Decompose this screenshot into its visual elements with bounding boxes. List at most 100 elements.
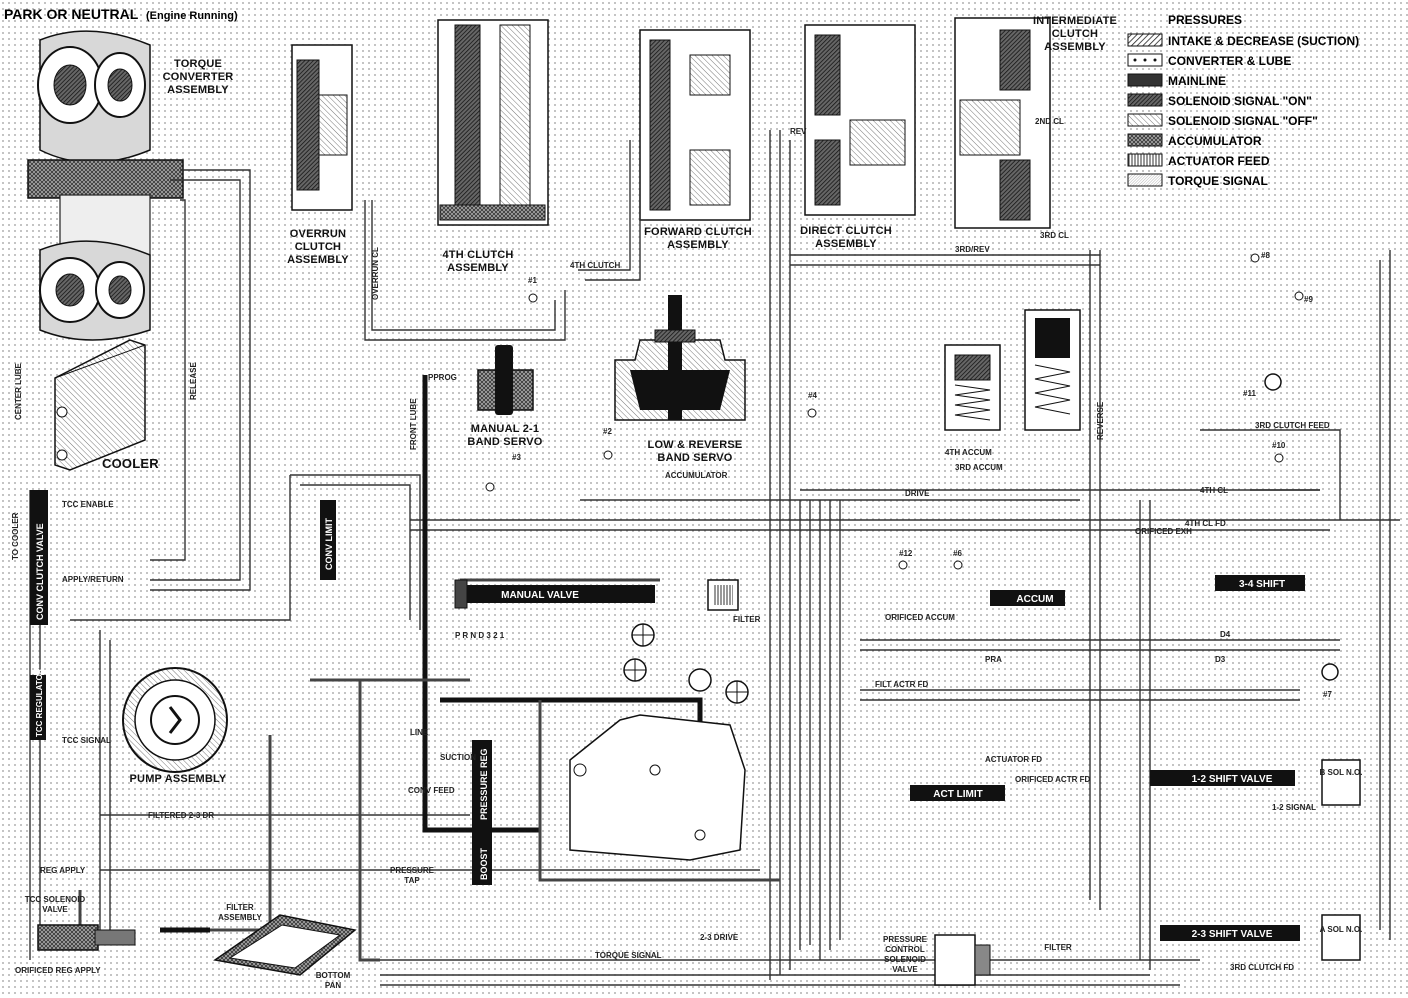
gauge-icons [623,623,749,704]
label-tcc-enable: TCC ENABLE [62,500,114,509]
legend-swatch-torque [1127,173,1163,187]
fourth-clutch-label-1: 4TH CLUTCH [442,249,513,261]
shift-12-valve[interactable]: 1-2 SHIFT VALVE [1150,770,1295,786]
solenoid-a-label: A SOL N.O. [1320,925,1363,934]
passages [29,130,1400,986]
filter-assembly-label-2: ASSEMBLY [218,913,262,922]
pump-icon [122,667,228,773]
tfp-switch-icon [569,714,746,861]
shift-12-label: 1-2 SHIFT VALVE [1192,774,1273,785]
label-reg-apply: REG APPLY [40,866,86,875]
pressure-tap-label-2: TAP [404,876,420,885]
fourth-clutch-icon [437,19,549,226]
conv-limit-label: CONV LIMIT [324,518,334,570]
checkball-2: #2 [603,427,612,436]
label-torque-signal: TORQUE SIGNAL [595,951,662,960]
accum-valve[interactable]: ACCUM [990,590,1065,606]
pcs-label-2: CONTROL [885,945,925,954]
manual-band-servo-label-1: MANUAL 2-1 [471,423,539,435]
label-pra: PRA [985,655,1002,664]
label-actuator-fd: ACTUATOR FD [985,755,1042,764]
label-conv-feed: CONV FEED [408,786,455,795]
diagram-subtitle: (Engine Running) [146,10,238,22]
checkball-11: #11 [1243,389,1256,398]
label-orificed-actr-fd: ORIFICED ACTR FD [1015,775,1090,784]
label-reverse: REVERSE [1096,401,1105,440]
shift-23-label: 2-3 SHIFT VALVE [1192,929,1273,940]
overrun-clutch-label-3: ASSEMBLY [287,254,349,266]
shift-34-valve[interactable]: 3-4 SHIFT [1215,575,1305,591]
torque-converter-label-1: TORQUE [174,58,222,70]
label-release: RELEASE [189,362,198,400]
label-signal-12: 1-2 SIGNAL [1272,803,1316,812]
conv-limit-valve[interactable]: CONV LIMIT [320,500,336,580]
label-drive: DRIVE [905,489,930,498]
legend-swatch-accumulator [1127,133,1163,147]
pressure-tap-label-1: PRESSURE [390,866,435,875]
checkball-1: #1 [528,276,537,285]
bottom-pan-label-2: PAN [325,981,342,990]
legend-label-suction: INTAKE & DECREASE (SUCTION) [1168,34,1359,48]
label-third-rev: 3RD/REV [955,245,990,254]
checkball-8: #8 [1261,251,1270,260]
label-drive-23: 2-3 DRIVE [700,933,739,942]
forward-clutch-icon [639,29,751,221]
checkball-7: #7 [1323,690,1332,699]
forward-clutch-label-2: ASSEMBLY [667,239,729,251]
pressure-reg-label: PRESSURE REG [479,748,489,820]
tcc-solenoid-label-1: TCC SOLENOID [25,895,86,904]
act-limit-valve[interactable]: ACT LIMIT [910,785,1005,801]
label-overrun-cl: OVERRUN CL [371,247,380,300]
pump-label: PUMP ASSEMBLY [130,773,227,785]
tcc-regulator-valve[interactable]: TCC REGULATOR [30,668,46,740]
overrun-clutch-label-2: CLUTCH [295,241,341,253]
intermediate-clutch-label-3: ASSEMBLY [1044,41,1106,53]
checkball-12: #12 [899,549,913,558]
manual-band-servo-label-2: BAND SERVO [467,436,542,448]
conv-clutch-valve-label: CONV CLUTCH VALVE [35,523,45,620]
legend-swatch-actuator [1127,153,1163,167]
manual-positions: P R N D 3 2 1 [455,631,505,640]
legend-label-solenoid-off: SOLENOID SIGNAL "OFF" [1168,114,1318,128]
intermediate-clutch-label-2: CLUTCH [1052,28,1098,40]
legend-heading: PRESSURES [1168,13,1242,27]
label-orificed-accum: ORIFICED ACCUM [885,613,955,622]
pcs-label-3: SOLENOID [884,955,926,964]
legend-label-torque: TORQUE SIGNAL [1168,174,1268,188]
legend-label-accumulator: ACCUMULATOR [1168,134,1262,148]
label-fourth-cl-fd: 4TH CL FD [1185,519,1226,528]
direct-clutch-label-1: DIRECT CLUTCH [800,225,892,237]
label-line: LINE [410,728,429,737]
filter-lower-label: FILTER [1044,943,1072,952]
accumulator-2-icon [1024,309,1081,431]
label-orificed-exh: ORIFICED EXH [1135,527,1192,536]
label-fourth-accum: 4TH ACCUM [945,448,992,457]
intermediate-clutch-label-1: INTERMEDIATE [1033,15,1117,27]
tcc-regulator-label: TCC REGULATOR [35,668,44,737]
legend-swatch-mainline [1127,73,1163,87]
legend-swatch-solenoid-off [1127,113,1163,127]
legend-label-mainline: MAINLINE [1168,74,1226,88]
pcs-label-4: VALVE [892,965,918,974]
direct-clutch-label-2: ASSEMBLY [815,238,877,250]
checkball-9: #9 [1304,295,1313,304]
shift-23-valve[interactable]: 2-3 SHIFT VALVE [1160,925,1300,941]
label-accumulator: ACCUMULATOR [665,471,728,480]
label-tcc-signal: TCC SIGNAL [62,736,111,745]
tcc-solenoid-label-2: VALVE [42,905,68,914]
pressure-reg-valve[interactable]: PRESSURE REG BOOST [472,740,492,885]
manual-valve[interactable]: MANUAL VALVE [454,579,655,609]
label-third-cl: 3RD CL [1040,231,1069,240]
label-filtered-23-dr: FILTERED 2-3 DR [148,811,214,820]
pcs-label-1: PRESSURE [883,935,928,944]
label-d4: D4 [1220,630,1231,639]
label-front-lube: FRONT LUBE [409,398,418,450]
conv-clutch-valve[interactable]: CONV CLUTCH VALVE [30,490,48,625]
label-third-clutch-fd: 3RD CLUTCH FD [1230,963,1294,972]
label-apply-return: APPLY/RETURN [62,575,124,584]
filter-assembly-label-1: FILTER [226,903,254,912]
torque-converter-label-2: CONVERTER [163,71,234,83]
low-reverse-servo-label-2: BAND SERVO [657,452,732,464]
